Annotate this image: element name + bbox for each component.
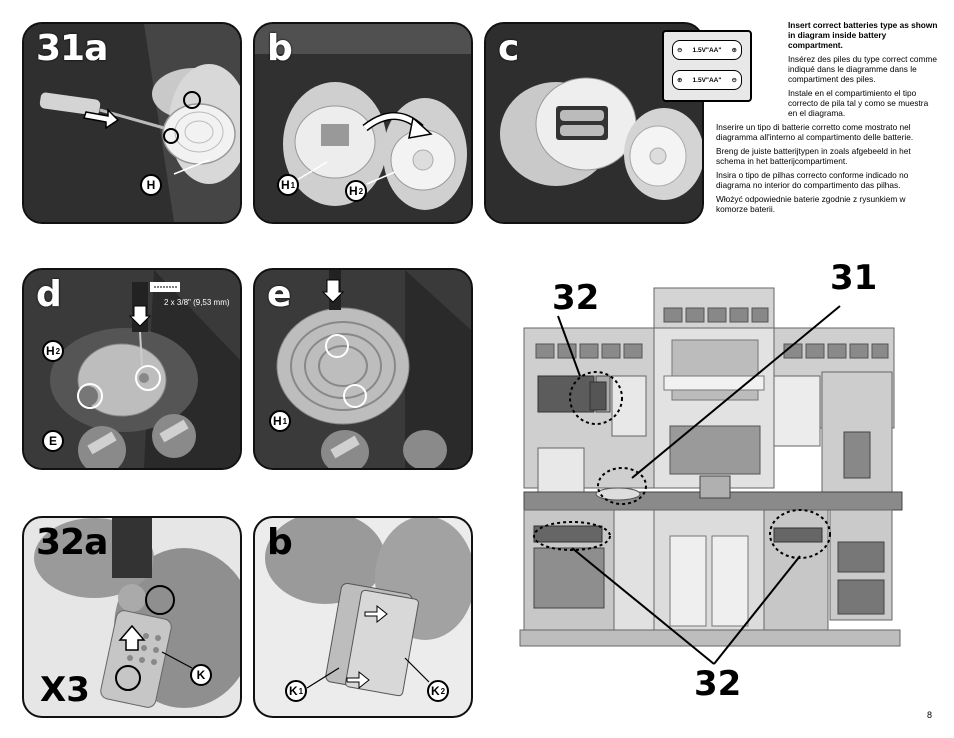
step-label-31d: d — [36, 274, 62, 315]
minus-icon: ⊖ — [677, 47, 683, 54]
callout-h2-top-text: H — [348, 184, 358, 198]
step-label-31e: e — [267, 274, 291, 315]
repeat-count: X3 — [40, 670, 90, 710]
battery-cell-1-label: 1.5V"AA" — [692, 46, 722, 54]
minus-icon: ⊖ — [731, 77, 737, 84]
photo-snap-keypad-cover — [255, 518, 471, 716]
callout-h: H — [140, 174, 162, 196]
callout-number-31: 31 — [830, 258, 878, 298]
battery-cell-1: ⊖ 1.5V"AA" ⊕ — [672, 40, 742, 60]
panel-step-31c: c — [484, 22, 704, 224]
panel-step-31a: 31a H — [22, 22, 242, 224]
callout-k2-sub: 2 — [440, 686, 446, 696]
callout-h1-burner-sub: 1 — [282, 416, 288, 426]
step-label-32a: 32a — [36, 522, 108, 563]
battery-diagram: ⊖ 1.5V"AA" ⊕ ⊕ 1.5V"AA" ⊖ — [662, 30, 752, 102]
battery-cell-2: ⊕ 1.5V"AA" ⊖ — [672, 70, 742, 90]
callout-number-32-bottom: 32 — [694, 664, 742, 704]
photo-battery-compartment — [486, 24, 702, 222]
instruction-es: Instale en el compartimiento el tipo cor… — [788, 88, 929, 118]
plus-icon: ⊕ — [731, 47, 737, 54]
instruction-en: Insert correct batteries type as shown i… — [788, 20, 938, 50]
page-number: 8 — [926, 710, 932, 720]
instruction-pt: Insira o tipo de pilhas correcto conform… — [716, 170, 909, 190]
screw-size-label: 2 x 3/8" (9,53 mm) — [164, 298, 230, 307]
callout-h2-stove-text: H — [45, 344, 55, 358]
callout-k1-text: K — [288, 684, 298, 698]
callout-h1-burner-text: H — [272, 414, 282, 428]
instruction-pl: Włożyć odpowiednie baterie zgodnie z rys… — [716, 194, 906, 214]
step-label-31a: 31a — [36, 28, 108, 69]
battery-cell-2-label: 1.5V"AA" — [692, 76, 722, 84]
panel-step-32a: 32a K X3 — [22, 516, 242, 718]
instruction-nl: Breng de juiste batterijtypen in zoals a… — [716, 146, 911, 166]
callout-k: K — [190, 664, 212, 686]
battery-instructions: Insert correct batteries type as shown i… — [716, 20, 938, 218]
kitchen-overview-illustration — [519, 287, 903, 665]
callout-h-text: H — [146, 178, 156, 192]
step-label-31c: c — [498, 28, 519, 69]
callout-k-text: K — [196, 668, 206, 682]
step-label-32b: b — [267, 522, 293, 563]
callout-h1-top-sub: 1 — [290, 180, 296, 190]
callout-h2-top-sub: 2 — [358, 186, 364, 196]
photo-remove-cover — [24, 24, 240, 222]
callout-h1-top-text: H — [280, 178, 290, 192]
callout-h2-stove-sub: 2 — [55, 346, 61, 356]
callout-number-32-top: 32 — [552, 278, 600, 318]
plus-icon: ⊕ — [677, 77, 683, 84]
photo-attach-burner — [255, 270, 471, 468]
callout-k2-text: K — [430, 684, 440, 698]
instruction-it: Inserire un tipo di batterie corretto co… — [716, 122, 914, 142]
callout-k1-sub: 1 — [298, 686, 304, 696]
callout-e-text: E — [48, 434, 57, 448]
step-label-31b: b — [267, 28, 293, 69]
callout-e: E — [42, 430, 64, 452]
instruction-fr: Insérez des piles du type correct comme … — [788, 54, 937, 84]
